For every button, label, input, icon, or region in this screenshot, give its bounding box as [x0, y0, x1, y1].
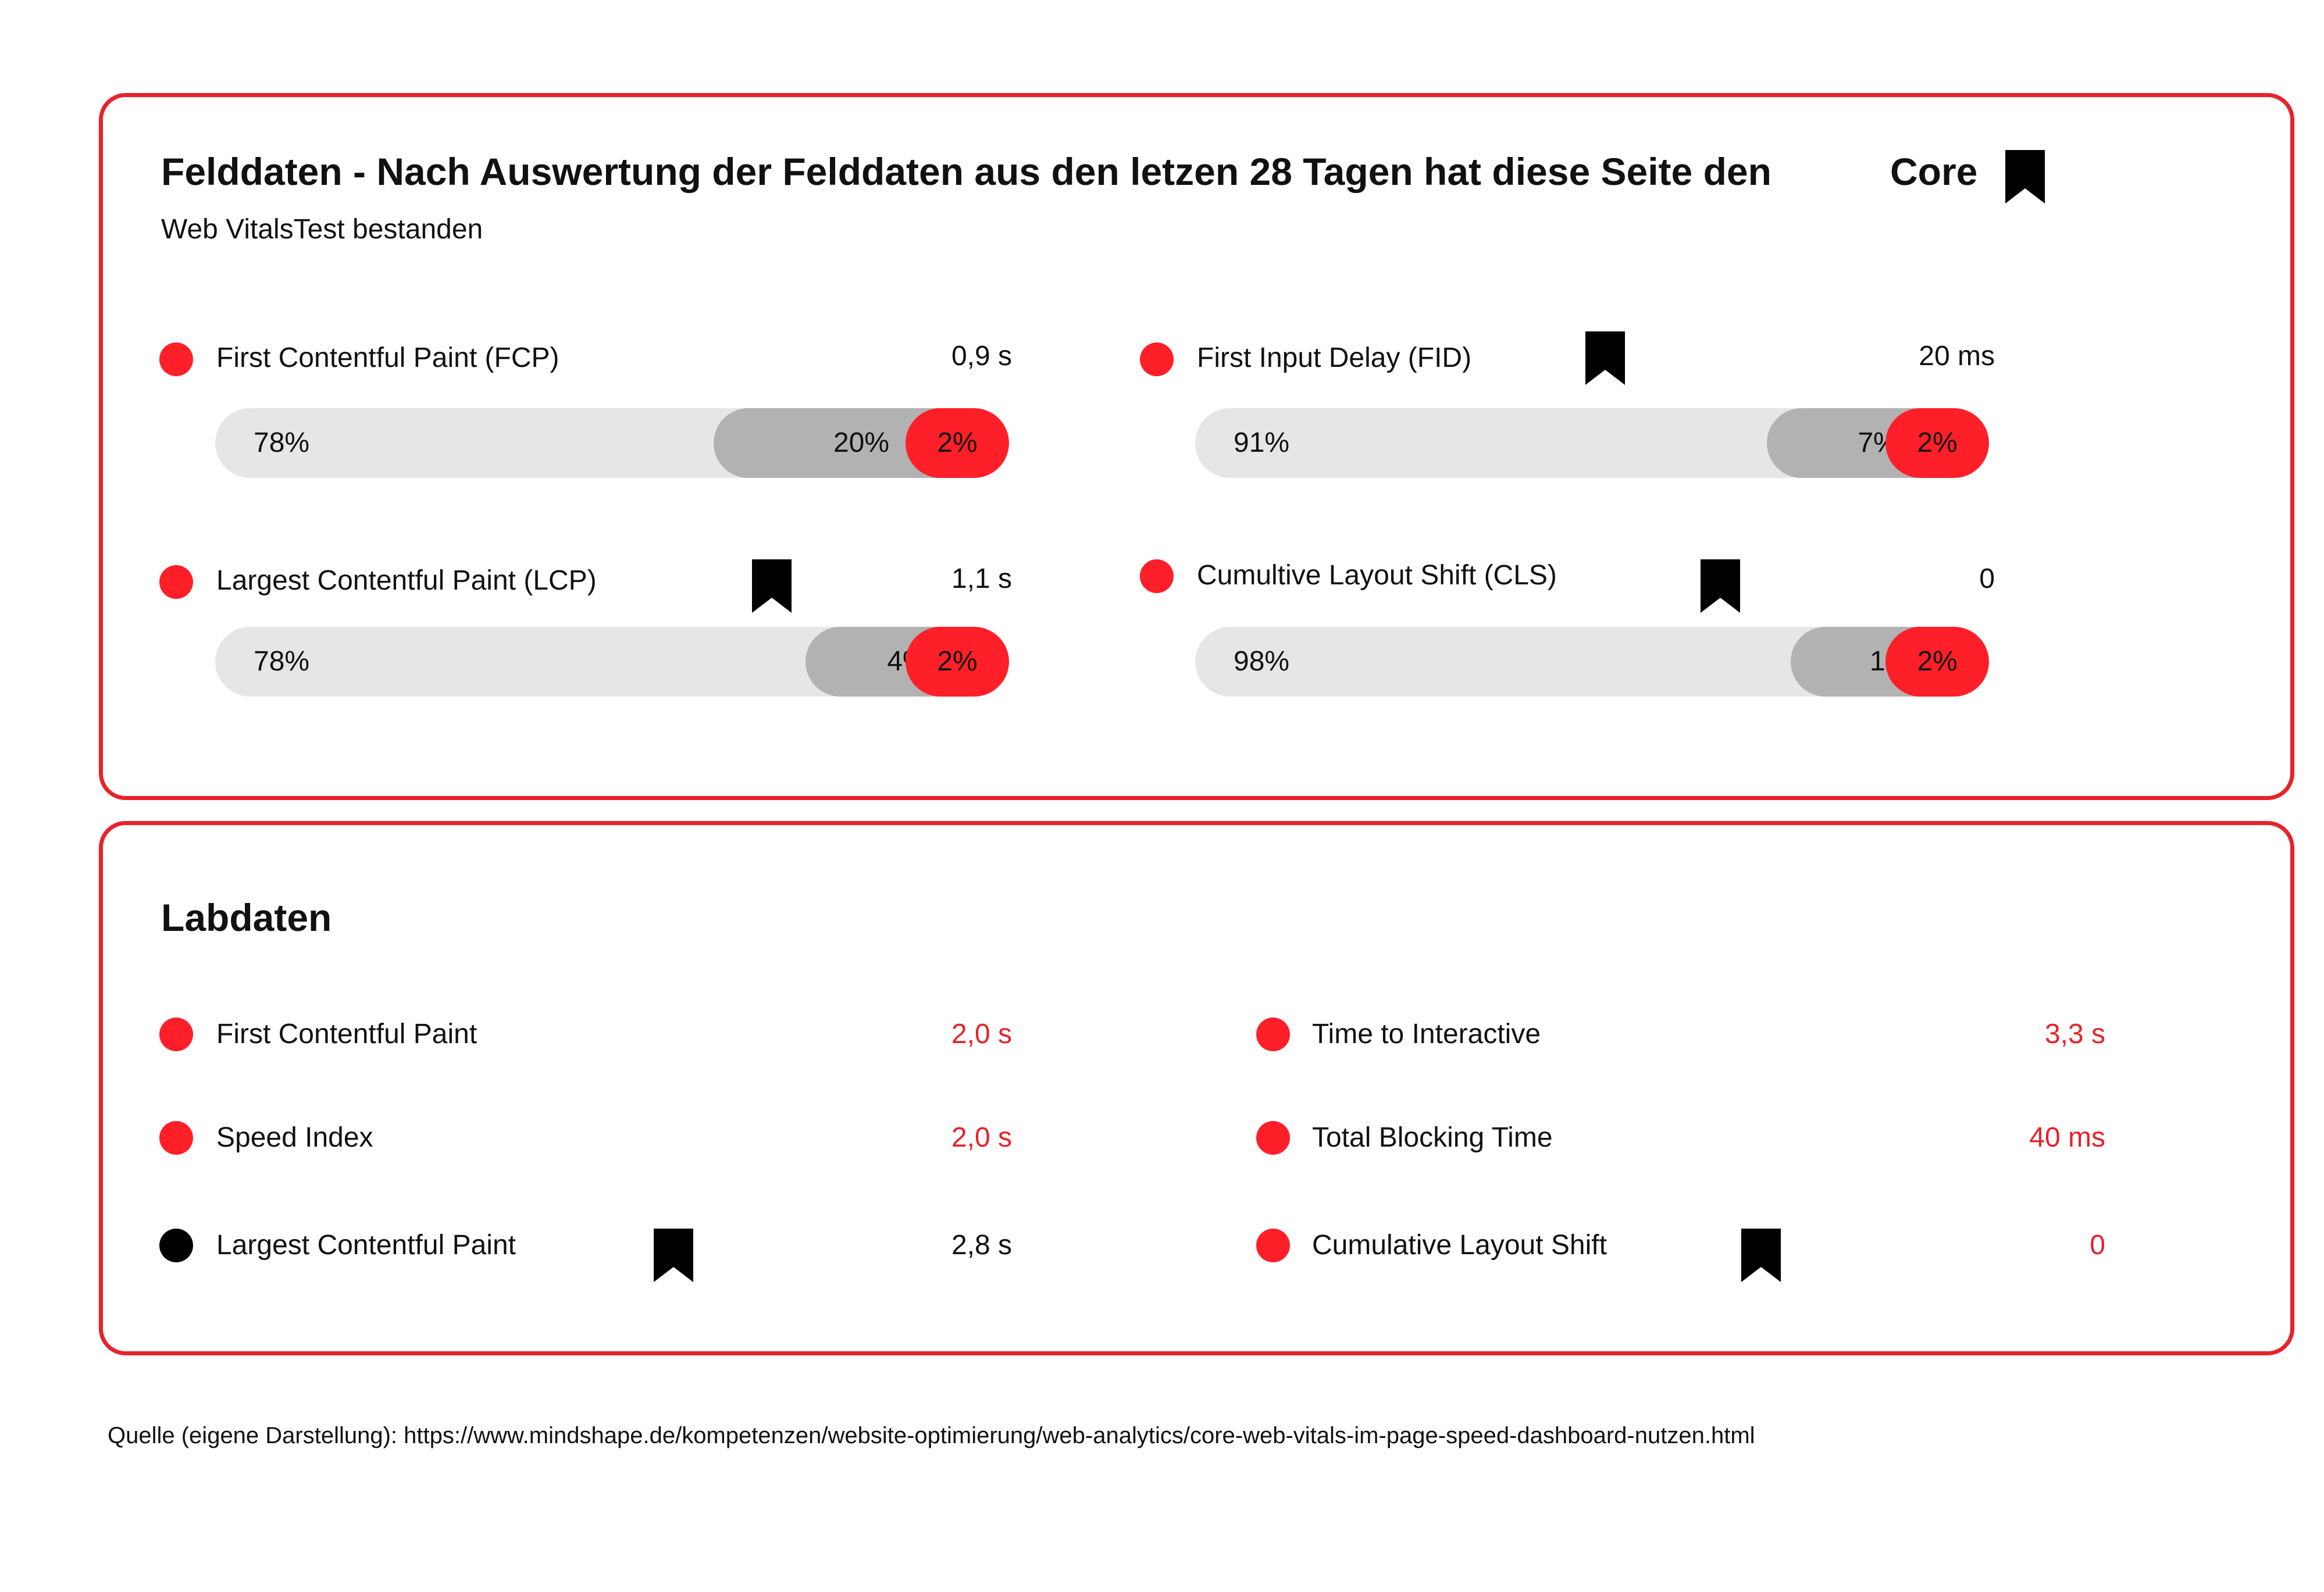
metric-value-fcp: 0,9 s — [951, 341, 1012, 372]
distribution-bar-fid: 91% 7% 2% — [1195, 408, 1989, 478]
distribution-bar-cls: 98% 1% 2% — [1195, 627, 1989, 697]
bookmark-icon[interactable] — [2005, 150, 2045, 204]
bookmark-icon[interactable] — [752, 559, 792, 613]
lab-label-tti: Time to Interactive — [1312, 1019, 1541, 1050]
lab-value-tbt: 40 ms — [2029, 1122, 2105, 1153]
status-dot-icon — [1256, 1229, 1290, 1262]
status-dot-icon — [1140, 342, 1174, 376]
metric-value-fid: 20 ms — [1919, 341, 1995, 372]
lab-data-title: Labdaten — [161, 896, 332, 939]
metric-label-lcp: Largest Contentful Paint (LCP) — [216, 565, 597, 596]
status-dot-icon — [1256, 1018, 1290, 1051]
source-caption: Quelle (eigene Darstellung): https://www… — [108, 1423, 1755, 1448]
lab-label-speed-index: Speed Index — [216, 1122, 373, 1153]
poor-segment: 2% — [1885, 408, 1989, 478]
poor-segment: 2% — [906, 627, 1009, 697]
lab-label-lcp: Largest Contentful Paint — [216, 1230, 516, 1261]
status-dot-icon — [159, 1018, 193, 1051]
field-data-subtitle: Web VitalsTest bestanden — [161, 214, 483, 245]
bookmark-icon[interactable] — [654, 1229, 693, 1282]
status-dot-icon — [1256, 1121, 1290, 1155]
distribution-bar-lcp: 78% 4% 2% — [215, 627, 1009, 697]
field-data-title: Felddaten - Nach Auswertung der Felddate… — [161, 150, 1771, 193]
field-data-panel — [99, 93, 2294, 800]
status-dot-icon — [1140, 559, 1174, 593]
lab-value-speed-index: 2,0 s — [951, 1122, 1012, 1153]
status-dot-icon — [159, 1121, 193, 1155]
poor-segment: 2% — [1885, 627, 1989, 697]
status-dot-icon — [159, 1229, 193, 1262]
distribution-bar-fcp: 78% 20% 2% — [215, 408, 1009, 478]
bookmark-icon[interactable] — [1585, 331, 1625, 385]
lab-value-tti: 3,3 s — [2044, 1019, 2105, 1050]
lab-label-fcp: First Contentful Paint — [216, 1019, 477, 1050]
poor-segment: 2% — [906, 408, 1009, 478]
bookmark-icon[interactable] — [1741, 1229, 1781, 1282]
bookmark-icon[interactable] — [1701, 559, 1740, 613]
field-data-title-tail: Core — [1890, 150, 1978, 193]
metric-value-cls: 0 — [1979, 563, 1995, 594]
metric-label-fid: First Input Delay (FID) — [1197, 342, 1472, 373]
metric-label-fcp: First Contentful Paint (FCP) — [216, 342, 559, 373]
lab-data-panel — [99, 821, 2294, 1355]
lab-value-lcp: 2,8 s — [951, 1230, 1012, 1261]
metric-value-lcp: 1,1 s — [951, 563, 1012, 594]
status-dot-icon — [159, 342, 193, 376]
lab-value-fcp: 2,0 s — [951, 1019, 1012, 1050]
lab-label-cls: Cumulative Layout Shift — [1312, 1230, 1607, 1261]
status-dot-icon — [159, 565, 193, 599]
metric-label-cls: Cumultive Layout Shift (CLS) — [1197, 560, 1557, 591]
lab-value-cls: 0 — [2090, 1230, 2105, 1261]
lab-label-tbt: Total Blocking Time — [1312, 1122, 1553, 1153]
